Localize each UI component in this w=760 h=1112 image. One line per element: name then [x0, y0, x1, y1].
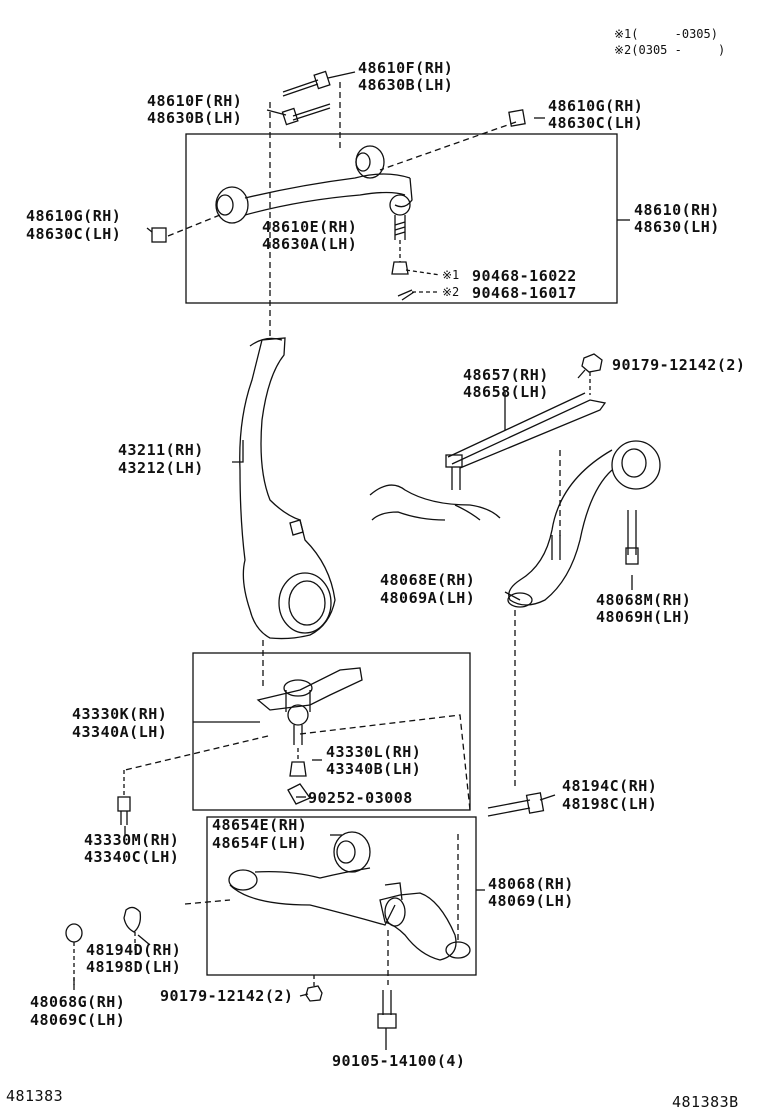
cam-plate-48194D [123, 906, 142, 933]
label-48657-rh: 48657(RH) [463, 366, 549, 384]
nut-48068G [65, 923, 83, 985]
note-2-mark: ※2 [442, 285, 460, 299]
bolt-43330M [117, 796, 131, 825]
label-48654F-lh: 48654F(LH) [212, 834, 308, 852]
label-48630A-lh: 48630A(LH) [262, 235, 358, 253]
lower-control-arm [228, 831, 471, 961]
label-48068-rh: 48068(RH) [488, 875, 574, 893]
label-48069H-lh: 48069H(LH) [596, 608, 692, 626]
label-43330M-rh: 43330M(RH) [84, 831, 180, 849]
strut-rod [445, 392, 607, 490]
label-48068G-rh: 48068G(RH) [30, 993, 126, 1011]
ball-joint-group-box [192, 652, 471, 811]
nut-90179-top [581, 353, 603, 373]
label-90179-12142-top: 90179-12142(2) [612, 356, 746, 374]
label-48610F-rh-top: 48610F(RH) [358, 59, 454, 77]
label-48654E-rh: 48654E(RH) [212, 816, 308, 834]
label-43212-lh: 43212(LH) [118, 459, 204, 477]
note-1-mark: ※1 [442, 268, 460, 282]
label-48610E-rh: 48610E(RH) [262, 218, 358, 236]
bolt-48194C [487, 792, 545, 817]
label-48068E-rh: 48068E(RH) [380, 571, 476, 589]
bolt-90105 [377, 990, 397, 1029]
label-48198C-lh: 48198C(LH) [562, 795, 658, 813]
label-48630C-lh-left: 48630C(LH) [26, 225, 122, 243]
label-48610G-rh-left: 48610G(RH) [26, 207, 122, 225]
nut-48610G-top [508, 109, 526, 127]
label-48194C-rh: 48194C(RH) [562, 777, 658, 795]
note-2: ※2(0305 - ) [614, 43, 726, 57]
label-43330L-rh: 43330L(RH) [326, 743, 422, 761]
footer-right-code: 481383B [672, 1093, 739, 1111]
label-48194D-rh: 48194D(RH) [86, 941, 182, 959]
note-1: ※1( -0305) [614, 27, 718, 41]
label-90252-03008: 90252-03008 [308, 789, 413, 807]
label-90468-16022: 90468-16022 [472, 267, 577, 285]
label-43340C-lh: 43340C(LH) [84, 848, 180, 866]
steering-knuckle [239, 337, 336, 640]
label-48069-lh: 48069(LH) [488, 892, 574, 910]
label-90468-16017: 90468-16017 [472, 284, 577, 302]
label-48630B-lh-top: 48630B(LH) [358, 76, 454, 94]
lower-rear-arm [507, 440, 661, 608]
frame-member [369, 484, 501, 519]
cotter-pin [397, 289, 415, 301]
bolt-48610F-upper [282, 70, 331, 97]
label-48630B-lh-2: 48630B(LH) [147, 109, 243, 127]
label-43340B-lh: 43340B(LH) [326, 760, 422, 778]
label-48198D-lh: 48198D(LH) [86, 958, 182, 976]
nut-90179-bottom [305, 985, 323, 1002]
upper-arm-group-box [185, 133, 618, 304]
bolt-48610F-lower [281, 103, 331, 126]
upper-control-arm [215, 145, 413, 275]
label-48069A-lh: 48069A(LH) [380, 589, 476, 607]
label-48610G-rh-top: 48610G(RH) [548, 97, 644, 115]
label-48630C-lh-top: 48630C(LH) [548, 114, 644, 132]
label-48610F-rh-2: 48610F(RH) [147, 92, 243, 110]
label-48610-rh: 48610(RH) [634, 201, 720, 219]
label-48630-lh: 48630(LH) [634, 218, 720, 236]
label-48069C-lh: 48069C(LH) [30, 1011, 126, 1029]
bolt-48068M [625, 510, 639, 565]
lower-arm-group-box [206, 816, 477, 976]
label-90179-12142-bottom: 90179-12142(2) [160, 987, 294, 1005]
label-48658-lh: 48658(LH) [463, 383, 549, 401]
label-90105-14100: 90105-14100(4) [332, 1052, 466, 1070]
nut-48610G-left [151, 227, 167, 243]
ball-joint [256, 667, 363, 745]
footer-left-code: 481383 [6, 1087, 64, 1105]
label-43340A-lh: 43340A(LH) [72, 723, 168, 741]
label-43211-rh: 43211(RH) [118, 441, 204, 459]
cotter-90252 [287, 783, 311, 805]
label-43330K-rh: 43330K(RH) [72, 705, 168, 723]
label-48068M-rh: 48068M(RH) [596, 591, 692, 609]
nut-43330L [289, 761, 307, 777]
